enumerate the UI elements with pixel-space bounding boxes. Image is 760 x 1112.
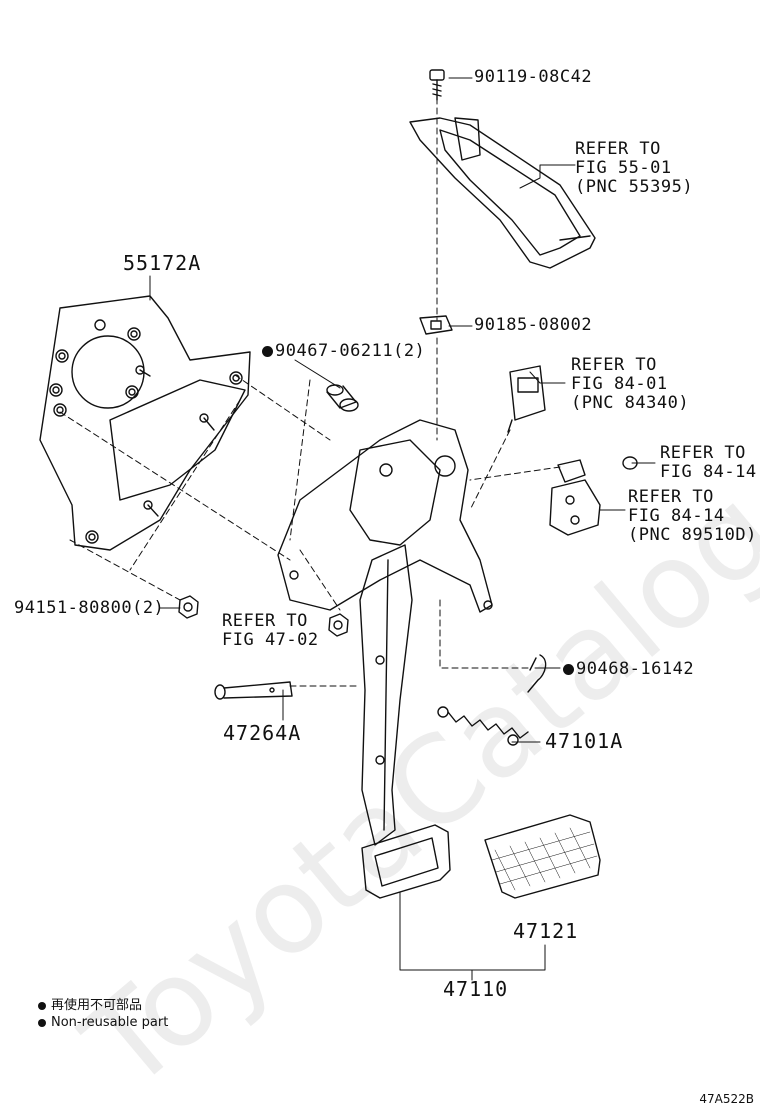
brake-pedal-lever-drawing bbox=[359, 544, 413, 846]
label-bracket: 55172A bbox=[123, 251, 202, 275]
lower-nut-icon bbox=[178, 595, 199, 619]
label-refer-5501-line1: REFER TO bbox=[575, 139, 661, 159]
label-refer-5501-line2: FIG 55-01 bbox=[575, 158, 672, 178]
label-refer-4702-line1: REFER TO bbox=[222, 611, 308, 631]
dashed-lines bbox=[59, 97, 561, 687]
accelerator-bracket-drawing bbox=[409, 117, 596, 269]
diagram-code: 47A522B bbox=[699, 1092, 754, 1106]
label-refer-8401-line2: FIG 84-01 bbox=[571, 374, 668, 394]
non-reusable-dot-icon bbox=[563, 664, 574, 675]
leader-lines bbox=[149, 77, 656, 981]
label-bushing: 90467-06211(2) bbox=[262, 342, 425, 361]
label-refer-8414a-line2: FIG 84-14 bbox=[660, 462, 757, 482]
label-refer-8414a-line1: REFER TO bbox=[660, 443, 746, 463]
label-cotter-pin: 90468-16142 bbox=[563, 660, 694, 679]
cotter-pin-icon bbox=[527, 654, 547, 693]
label-clip-nut: 90185-08002 bbox=[474, 315, 593, 335]
label-lower-nut: 94151-80800(2) bbox=[14, 598, 165, 618]
clip-nut-icon bbox=[419, 315, 453, 335]
label-bolt-top: 90119-08C42 bbox=[474, 67, 593, 87]
label-refer-8414b-line3: (PNC 89510D) bbox=[628, 525, 757, 545]
label-pad: 47121 bbox=[513, 919, 579, 943]
label-spring: 47101A bbox=[545, 729, 624, 753]
bolt-top-icon bbox=[429, 69, 445, 101]
legend-dot-icon bbox=[38, 1002, 46, 1010]
bracket-studs bbox=[135, 365, 215, 517]
label-refer-8401-line3: (PNC 84340) bbox=[571, 393, 690, 413]
pedal-cover-drawing bbox=[484, 814, 601, 899]
label-refer-8401-line1: REFER TO bbox=[571, 355, 657, 375]
bushing-icon bbox=[326, 384, 359, 412]
pedal-support-drawing bbox=[277, 419, 493, 613]
non-reusable-dot-icon bbox=[262, 346, 273, 357]
label-refer-8414b-line2: FIG 84-14 bbox=[628, 506, 725, 526]
label-refer-8414b-line1: REFER TO bbox=[628, 487, 714, 507]
pedal-pad-drawing bbox=[361, 824, 451, 899]
legend-line-jp: 再使用不可部品 bbox=[38, 998, 142, 1014]
label-refer-4702-line2: FIG 47-02 bbox=[222, 630, 319, 650]
bracket-55172a-drawing bbox=[39, 295, 251, 551]
label-refer-5501-line3: (PNC 55395) bbox=[575, 177, 694, 197]
label-clevis-pin: 47264A bbox=[223, 721, 302, 745]
legend-line-en: Non-reusable part bbox=[38, 1015, 168, 1031]
stop-lamp-switch-icon bbox=[507, 365, 546, 433]
label-pedal-assy: 47110 bbox=[443, 977, 509, 1001]
nut-4702-icon bbox=[328, 613, 349, 637]
return-spring-icon bbox=[437, 706, 529, 746]
bracket-holes bbox=[49, 327, 243, 544]
pedal-sensor-drawing bbox=[549, 456, 638, 536]
clevis-pin-icon bbox=[214, 681, 293, 700]
legend-dot-icon bbox=[38, 1019, 46, 1027]
